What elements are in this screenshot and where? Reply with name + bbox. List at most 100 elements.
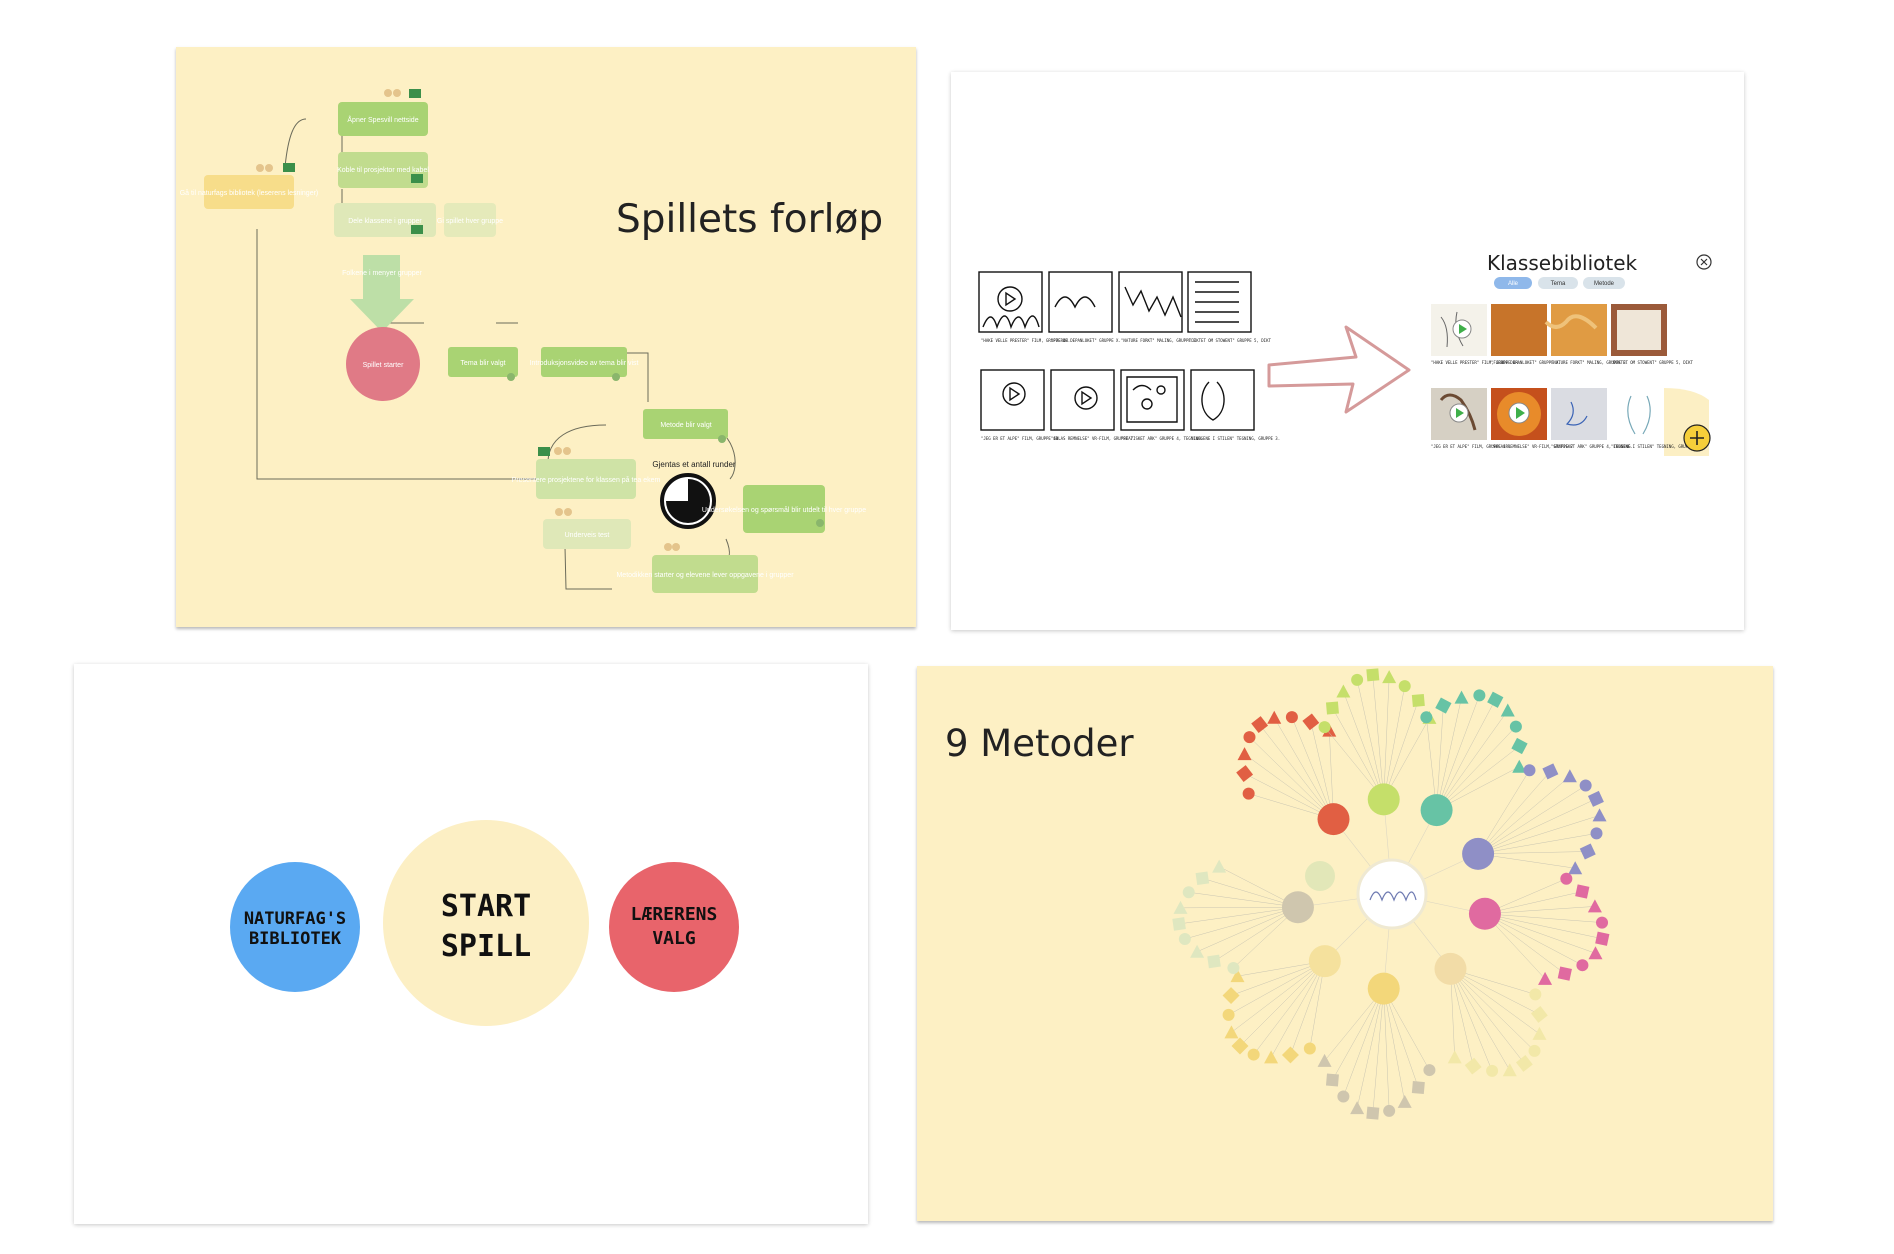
method-item-shape <box>1560 872 1573 885</box>
connector-line <box>1450 968 1474 1067</box>
method-hub-circle[interactable] <box>1468 897 1501 930</box>
connector-line <box>1343 691 1384 800</box>
method-item-shape <box>1464 1057 1482 1075</box>
sketch-caption-2: "FJERDE DEPANLOKET" GRUPPE X. <box>1051 338 1121 343</box>
add-button[interactable] <box>1683 424 1711 452</box>
node-del <box>334 203 436 237</box>
teacher-choice-line2: VALG <box>652 928 695 949</box>
close-icon[interactable] <box>1696 254 1712 270</box>
method-hub-circle[interactable] <box>1367 972 1400 1005</box>
method-item-shape <box>1529 988 1542 1001</box>
method-item-shape <box>1538 971 1553 985</box>
connector-line <box>1484 891 1583 914</box>
connector-line <box>1478 833 1597 855</box>
connector-line <box>1184 906 1298 940</box>
connector-line <box>1213 907 1299 962</box>
method-item-shape <box>1568 861 1583 875</box>
method-item-shape <box>1222 987 1240 1005</box>
method-hub-circle[interactable] <box>1281 891 1314 924</box>
center-logo-circle[interactable] <box>1356 858 1428 930</box>
method-item-shape <box>1411 693 1425 707</box>
connector-line <box>1436 710 1508 811</box>
start-buttons: NATURFAG'S BIBLIOTEK START SPILL LÆREREN… <box>230 820 739 1026</box>
connector-line <box>1436 697 1462 811</box>
sketch-caption-7: "STATISKET ARK" GRUPPE 4, TEGNING. <box>1121 436 1203 441</box>
connector-line <box>1291 716 1334 820</box>
sketch-caption-6: "SOLAS REMNELSE" VR-FILM, GRUPPE 7 <box>1051 436 1133 441</box>
decor-icons <box>256 89 824 551</box>
library-gallery <box>1431 304 1709 456</box>
label-presentere: Presentere prosjektene for klassen på te… <box>512 476 661 484</box>
connector-line <box>1484 913 1565 974</box>
connector-line <box>1450 968 1540 1035</box>
method-item-shape <box>1285 711 1298 724</box>
method-hub-circle[interactable] <box>1420 794 1453 827</box>
label-intro: Introduksjonsvideo av tema blir vist <box>530 360 639 367</box>
method-item-shape <box>1212 859 1227 873</box>
method-item-shape <box>1487 691 1504 708</box>
filter-pill-alle[interactable] <box>1494 277 1532 289</box>
label-apner: Åpner Spesvill nettside <box>347 115 418 124</box>
method-item-shape <box>1528 1044 1541 1057</box>
method-item-shape <box>1447 1050 1462 1064</box>
label-koble: Koble til prosjektor med kabel <box>337 167 429 174</box>
method-hub-circle[interactable] <box>1308 945 1341 978</box>
label-tema: Tema blir valgt <box>460 360 505 367</box>
connector-line <box>1477 770 1530 854</box>
connector-line <box>1372 988 1384 1114</box>
method-item-shape <box>1411 1081 1425 1095</box>
start-slide[interactable]: NATURFAG'S BIBLIOTEK START SPILL LÆREREN… <box>74 664 868 1224</box>
connector-line <box>1230 960 1325 996</box>
start-game-line2: SPILL <box>441 929 531 964</box>
method-item-shape <box>1230 969 1245 983</box>
gallery-caption-5: "JEG ER ET ALPE" FILM, GRUPPE 4R. <box>1431 444 1510 449</box>
connector-line <box>1484 913 1583 966</box>
method-item-shape <box>1435 697 1452 714</box>
library-button[interactable]: NATURFAG'S BIBLIOTEK <box>230 862 360 992</box>
connector-line <box>1196 906 1299 952</box>
methods-diagram <box>1172 668 1610 1120</box>
node-koble <box>338 152 428 188</box>
library-title: Klassebibliotek <box>1487 251 1638 275</box>
method-item-shape <box>1576 959 1589 972</box>
label-gi: Gi spillet hver gruppe <box>437 218 503 225</box>
library-slide[interactable]: "HAKE VELLE PRESTER" FILM, GRUPPE 4H. "F… <box>951 72 1744 630</box>
connector-line <box>1179 906 1298 925</box>
method-hub-circle[interactable] <box>1434 952 1467 985</box>
method-item-shape <box>1336 684 1351 698</box>
connector-line <box>1202 878 1298 908</box>
method-item-shape <box>1579 779 1592 792</box>
method-hub-circle[interactable] <box>1305 861 1335 891</box>
connector-line <box>1383 988 1419 1088</box>
method-item-shape <box>1303 1042 1316 1055</box>
connector-line <box>1436 726 1517 811</box>
method-item-shape <box>1590 827 1603 840</box>
method-item-shape <box>1382 670 1397 684</box>
method-item-shape <box>1515 1055 1533 1072</box>
flow-slide[interactable]: Åpner Spesvill nettside Koble til prosje… <box>176 47 916 627</box>
connector-line <box>1436 705 1444 811</box>
method-item-shape <box>1530 1005 1548 1023</box>
method-item-shape <box>1247 1048 1260 1061</box>
method-hub-circle[interactable] <box>1462 837 1495 870</box>
method-hub-circle[interactable] <box>1317 803 1350 836</box>
sketch-grid <box>978 271 1255 431</box>
method-item-shape <box>1337 1090 1350 1103</box>
start-game-button[interactable]: START SPILL <box>383 820 589 1026</box>
method-item-shape <box>1473 689 1486 702</box>
method-hub-circle[interactable] <box>1367 783 1400 816</box>
node-intro <box>541 347 627 377</box>
filter-pill-metode[interactable] <box>1583 277 1625 289</box>
methods-slide[interactable]: 9 Metoder <box>917 666 1773 1221</box>
node-metodikken <box>652 555 758 593</box>
filter-pill-tema[interactable] <box>1538 277 1578 289</box>
filter-label-tema: Tema <box>1551 281 1566 287</box>
gallery-caption-3: "NATURE FORKT" MALING, GRUPPE 3. <box>1551 360 1628 365</box>
node-undersokelse <box>743 485 825 533</box>
connector-line <box>1372 674 1384 800</box>
node-apner <box>338 102 428 136</box>
method-item-shape <box>1595 931 1610 946</box>
teacher-choice-button[interactable]: LÆRERENS VALG <box>609 862 739 992</box>
connector-line <box>1484 913 1603 923</box>
method-item-shape <box>1318 721 1331 734</box>
